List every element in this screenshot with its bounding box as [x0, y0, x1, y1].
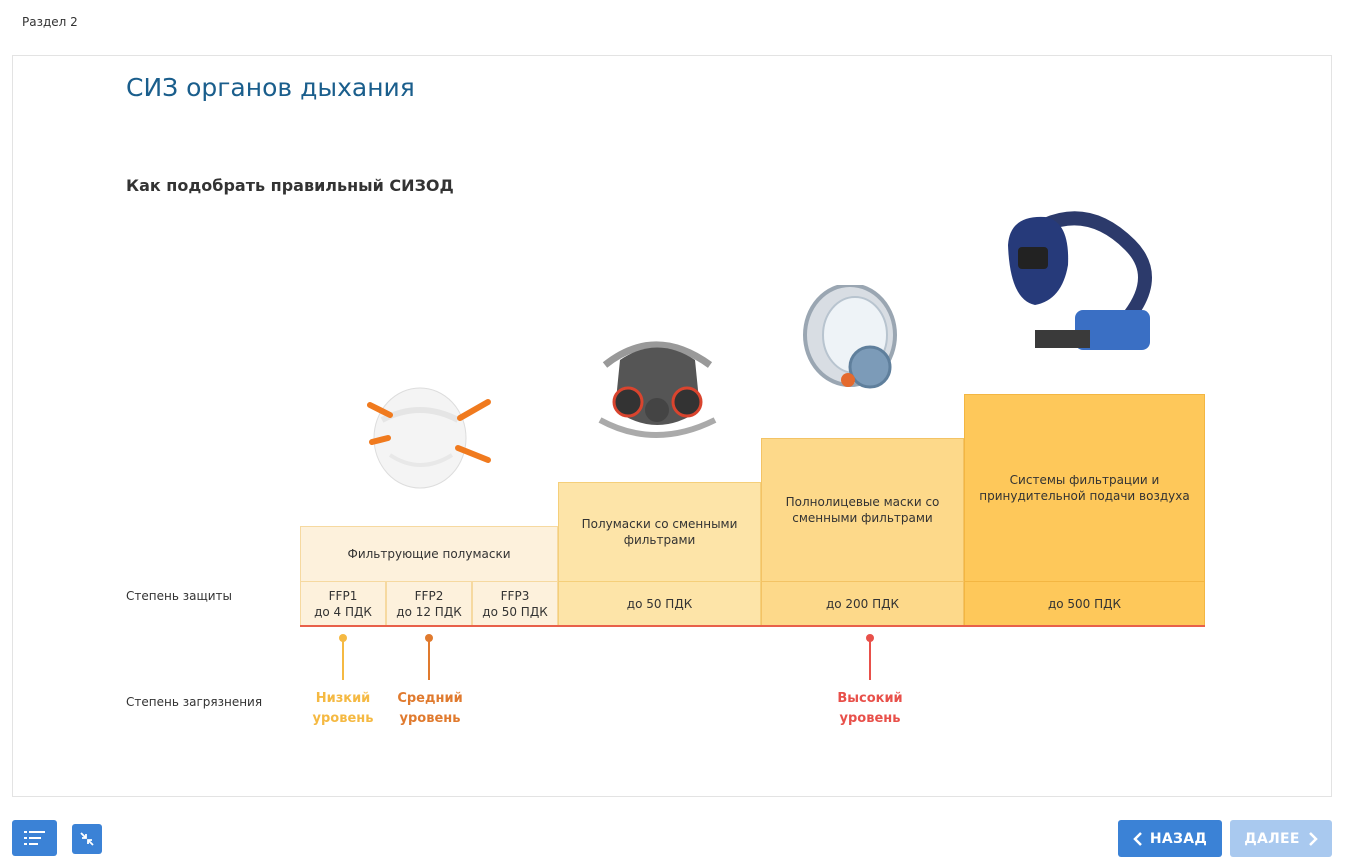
category-full-face-label: Полнолицевые маски со сменными фильтрами	[785, 495, 940, 525]
category-filtering-label: Фильтрующие полумаски	[347, 547, 511, 561]
full-face-mask-image	[803, 285, 897, 389]
high-level-marker	[866, 634, 874, 642]
high-level-line	[869, 640, 871, 680]
ffp3-value: до 50 ПДК	[482, 604, 548, 619]
category-full-face: Полнолицевые маски со сменными фильтрами	[761, 438, 964, 581]
next-button-label: ДАЛЕЕ	[1244, 830, 1300, 847]
high-level-label: Высокий уровень	[837, 691, 903, 726]
section-label: Раздел 2	[22, 15, 78, 29]
medium-level-label: Средний уровень	[397, 691, 463, 726]
chevron-right-icon	[1308, 831, 1318, 846]
collapse-button[interactable]	[72, 824, 102, 854]
pollution-row-label: Степень загрязнения	[126, 695, 263, 709]
ffp2-name: FFP2	[414, 588, 444, 603]
half-masks-value: до 50 ПДК	[626, 596, 693, 611]
medium-level-line	[428, 640, 430, 680]
medium-level-marker	[425, 634, 433, 642]
category-half-masks: Полумаски со сменными фильтрами	[558, 482, 761, 581]
chevron-left-icon	[1133, 831, 1142, 846]
systems-value: до 500 ПДК	[1047, 596, 1122, 611]
ffp2-value: до 12 ПДК	[396, 604, 462, 619]
scale-baseline	[300, 625, 1205, 627]
low-level-line	[342, 640, 344, 680]
back-button[interactable]: НАЗАД	[1118, 820, 1222, 857]
protection-full-face: до 200 ПДК	[761, 581, 964, 626]
ffp1-name: FFP1	[328, 588, 358, 603]
category-half-masks-label: Полумаски со сменными фильтрами	[581, 517, 738, 547]
list-icon	[23, 831, 45, 845]
full-face-value: до 200 ПДК	[825, 596, 900, 611]
protection-ffp1: FFP1 до 4 ПДК	[300, 581, 386, 626]
protection-half-masks: до 50 ПДК	[558, 581, 761, 626]
protection-systems: до 500 ПДК	[964, 581, 1205, 626]
filtering-mask-image	[367, 387, 491, 489]
protection-row-label: Степень защиты	[126, 589, 233, 603]
low-level-label: Низкий уровень	[312, 691, 374, 726]
back-button-label: НАЗАД	[1149, 830, 1208, 847]
page-subtitle: Как подобрать правильный СИЗОД	[126, 176, 454, 195]
menu-button[interactable]	[12, 820, 57, 856]
half-mask-image	[598, 341, 717, 438]
top-bar: Раздел 2	[0, 0, 1345, 48]
category-air-systems: Системы фильтрации и принудительной пода…	[964, 394, 1205, 581]
category-filtering-masks: Фильтрующие полумаски	[300, 526, 558, 581]
next-button[interactable]: ДАЛЕЕ	[1230, 820, 1332, 857]
category-systems-label: Системы фильтрации и принудительной пода…	[979, 473, 1190, 503]
ffp3-name: FFP3	[500, 588, 530, 603]
collapse-icon	[80, 832, 94, 846]
page-title: СИЗ органов дыхания	[126, 73, 415, 102]
low-level-marker	[339, 634, 347, 642]
protection-ffp3: FFP3 до 50 ПДК	[472, 581, 558, 626]
protection-ffp2: FFP2 до 12 ПДК	[386, 581, 472, 626]
air-supply-system-image	[1008, 211, 1152, 350]
ffp1-value: до 4 ПДК	[314, 604, 372, 619]
